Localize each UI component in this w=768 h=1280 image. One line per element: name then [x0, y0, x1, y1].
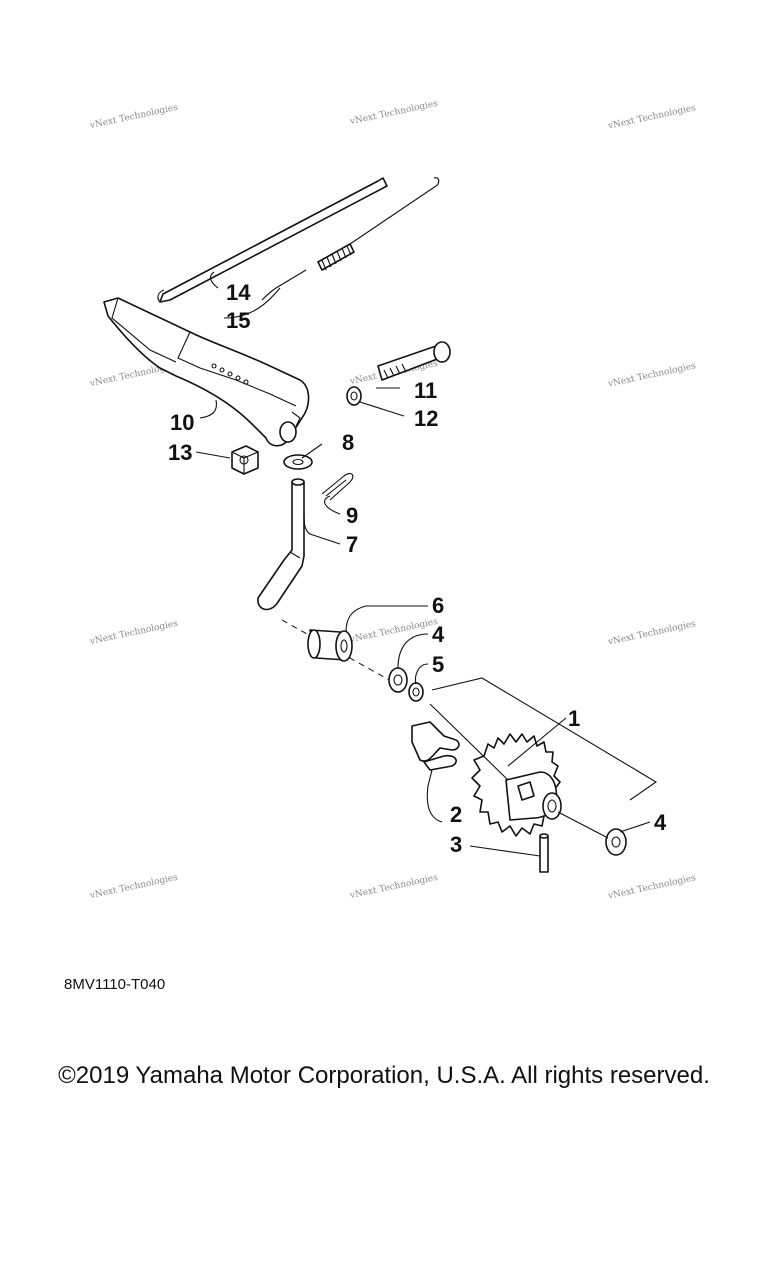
callout-labels: 14 15 10 11 12 8 13 9 7 6 4 5 1 2 4 3: [168, 280, 667, 857]
part-bolt: [377, 341, 451, 381]
drawing-code: 8MV1110-T040: [64, 976, 166, 993]
part-pin: [539, 833, 549, 873]
part-square-nut: [231, 445, 259, 475]
part-collar: [408, 682, 424, 702]
part-hairpin-clip: [321, 473, 354, 501]
watermark: vNext Technologies: [88, 103, 179, 132]
part-rod: [157, 177, 388, 303]
callout-13: 13: [168, 440, 192, 465]
part-cable-spring: [261, 177, 440, 301]
watermark-group: vNext Technologies vNext Technologies vN…: [88, 99, 697, 902]
callout-15: 15: [226, 308, 250, 333]
part-washer-upper: [388, 667, 408, 693]
parts-diagram: vNext Technologies vNext Technologies vN…: [88, 99, 697, 902]
callout-12: 12: [414, 406, 438, 431]
lever-holes: [211, 363, 249, 385]
callout-10: 10: [170, 410, 194, 435]
callout-11: 11: [414, 378, 437, 403]
part-gear-assembly: [471, 733, 562, 837]
part-washer-small: [346, 386, 362, 406]
leader-lines: [195, 271, 658, 857]
callout-4a: 4: [432, 622, 445, 647]
callout-2: 2: [450, 802, 462, 827]
watermark: vNext Technologies: [348, 99, 439, 128]
part-bushing: [307, 629, 353, 662]
watermark: vNext Technologies: [606, 361, 697, 390]
callout-5: 5: [432, 652, 444, 677]
part-shift-shaft: [257, 478, 305, 611]
part-washer: [283, 454, 313, 470]
callout-9: 9: [346, 503, 358, 528]
watermark: vNext Technologies: [606, 619, 697, 648]
watermark: vNext Technologies: [88, 873, 179, 902]
copyright-notice: ©2019 Yamaha Motor Corporation, U.S.A. A…: [58, 1062, 710, 1089]
callout-3: 3: [450, 832, 462, 857]
spring: [317, 243, 355, 271]
callout-1: 1: [568, 706, 580, 731]
part-washer-lower: [605, 828, 627, 856]
watermark: vNext Technologies: [606, 873, 697, 902]
watermark: vNext Technologies: [348, 617, 439, 646]
callout-14: 14: [226, 280, 251, 305]
part-shift-fork: [411, 721, 460, 771]
callout-7: 7: [346, 532, 358, 557]
callout-4b: 4: [654, 810, 667, 835]
callout-8: 8: [342, 430, 354, 455]
callout-6: 6: [432, 593, 444, 618]
watermark: vNext Technologies: [348, 873, 439, 902]
watermark: vNext Technologies: [606, 103, 697, 132]
watermark: vNext Technologies: [88, 619, 179, 648]
part-lever-arm: [103, 297, 310, 447]
